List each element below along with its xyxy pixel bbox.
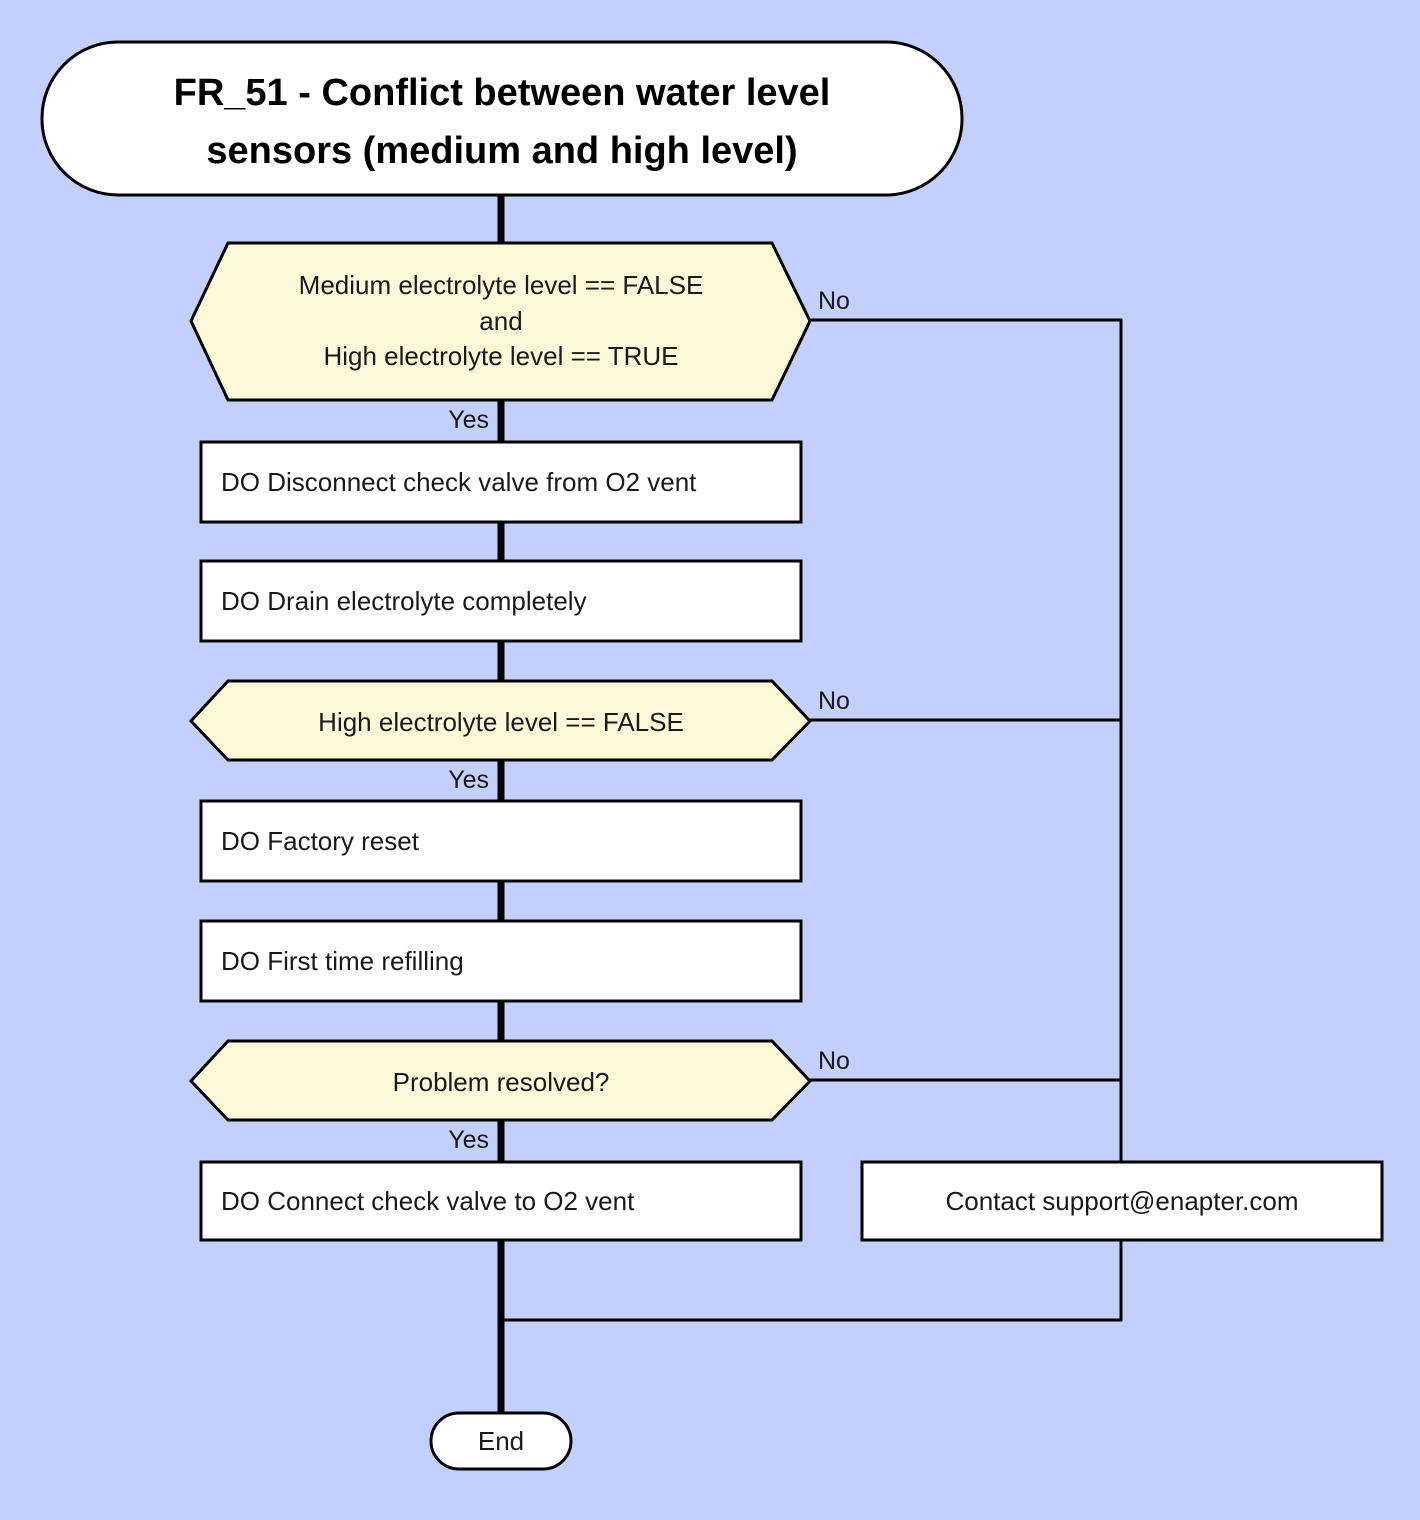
connector-decision1-no-to-end-rail (501, 318, 1123, 1322)
node-process5[interactable]: DO Connect check valve to O2 vent (199, 1160, 803, 1242)
process3-shape (199, 799, 803, 883)
process4-shape (199, 919, 803, 1003)
decision2-hexagon-shape (188, 679, 813, 762)
node-decision2[interactable]: High electrolyte level == FALSE (188, 679, 813, 762)
decision3-hexagon-shape (188, 1039, 813, 1122)
edge-label-decision2-yes: Yes (448, 766, 489, 794)
process5-shape (199, 1160, 803, 1242)
node-process4[interactable]: DO First time refilling (199, 919, 803, 1003)
process1-shape (199, 440, 803, 524)
decision1-line2: and (479, 306, 522, 336)
node-process1[interactable]: DO Disconnect check valve from O2 vent (199, 440, 803, 524)
edge-label-decision3-yes: Yes (448, 1126, 489, 1154)
process2-shape (199, 559, 803, 643)
node-decision3[interactable]: Problem resolved? (188, 1039, 813, 1122)
start-terminator-shape (40, 40, 964, 197)
process4-label: DO First time refilling (221, 946, 464, 976)
edge-label-decision2-no: No (818, 687, 850, 715)
node-decision1[interactable]: Medium electrolyte level == FALSE and Hi… (189, 241, 812, 402)
support-shape (860, 1160, 1384, 1242)
edge-label-decision3-no: No (818, 1047, 850, 1075)
decision2-line1: High electrolyte level == FALSE (318, 707, 684, 737)
decision1-line1: Medium electrolyte level == FALSE (299, 270, 704, 300)
end-label: End (478, 1426, 524, 1456)
process5-label: DO Connect check valve to O2 vent (221, 1186, 635, 1216)
decision1-hexagon-shape (189, 241, 812, 402)
edge-label-decision1-yes: Yes (448, 406, 489, 434)
edge-label-decision1-no: No (818, 287, 850, 315)
process2-label: DO Drain electrolyte completely (221, 586, 587, 616)
decision3-line1: Problem resolved? (393, 1067, 610, 1097)
process1-label: DO Disconnect check valve from O2 vent (221, 467, 697, 497)
node-support[interactable]: Contact support@enapter.com (860, 1160, 1384, 1242)
support-label: Contact support@enapter.com (945, 1186, 1298, 1216)
node-process3[interactable]: DO Factory reset (199, 799, 803, 883)
end-terminator-shape (429, 1411, 573, 1471)
decision1-line3: High electrolyte level == TRUE (323, 341, 678, 371)
node-end[interactable]: End (429, 1411, 573, 1471)
process3-label: DO Factory reset (221, 826, 420, 856)
node-process2[interactable]: DO Drain electrolyte completely (199, 559, 803, 643)
